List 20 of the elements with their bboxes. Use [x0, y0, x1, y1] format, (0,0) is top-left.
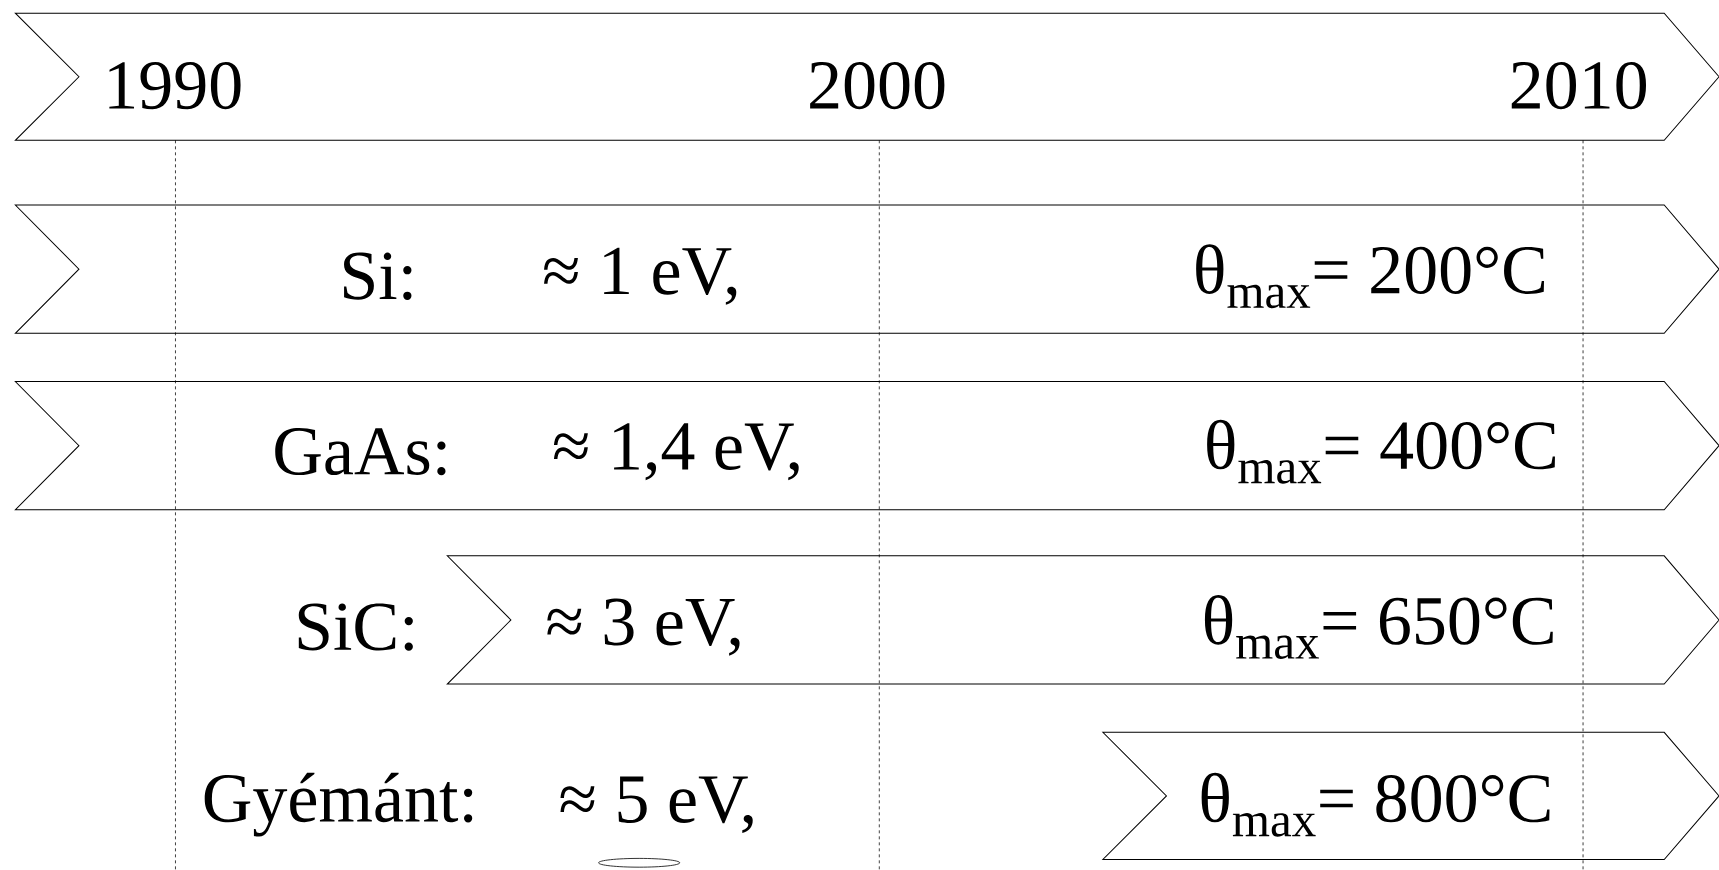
band-label: θ$_{max}$= 650°C	[1204, 594, 1553, 659]
band-label: GaAs:	[275, 427, 446, 476]
row-label: ≈ 5 eV,	[560, 776, 753, 833]
chevron-band	[14, 204, 1719, 334]
band-label: 1990	[109, 61, 241, 109]
band-label: θ$_{max}$= 400°C	[1207, 419, 1555, 484]
band-label: ≈ 1 eV,	[544, 247, 737, 305]
band-label: 2010	[1511, 61, 1646, 109]
row-label: Gyémánt:	[204, 772, 473, 837]
band-label: ≈ 3 eV,	[547, 598, 740, 656]
band-label: θ$_{max}$= 200°C	[1196, 244, 1544, 309]
chevron-band	[14, 12, 1719, 141]
band-label: θ$_{max}$= 800°C	[1201, 772, 1550, 837]
row-label: SiC:	[298, 603, 413, 651]
band-label: Si:	[344, 252, 412, 300]
chevron-band	[1102, 731, 1719, 860]
chevron-band	[14, 380, 1719, 511]
band-label: 2000	[810, 61, 945, 109]
chevron-band	[446, 555, 1719, 685]
band-label: ≈ 1,4 eV,	[553, 423, 799, 480]
